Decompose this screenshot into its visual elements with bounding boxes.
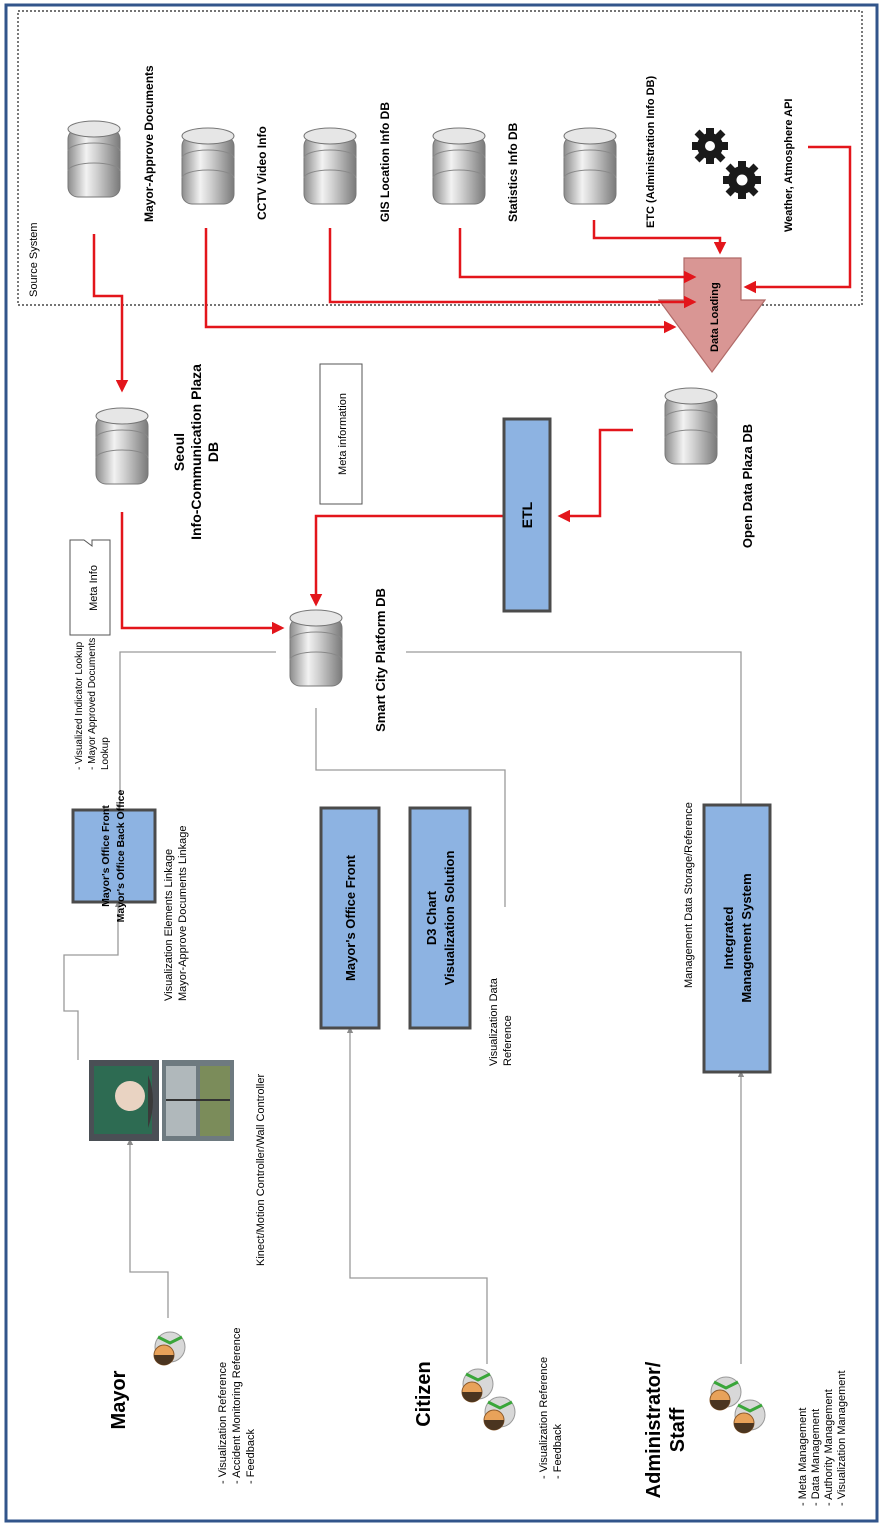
meta-information-label: Meta information <box>337 393 349 475</box>
citizen-task-2: - Feedback <box>552 1423 564 1479</box>
seoul-to-smartcity-arrow <box>120 512 285 635</box>
source-label-gis: GIS Location Info DB <box>378 102 392 222</box>
etc-admin-info-icon <box>563 127 617 205</box>
seoul-db-line1: Seoul <box>171 433 187 471</box>
source-label-cctv: CCTV Video Info <box>255 126 269 220</box>
d3-chart-box <box>408 806 472 1030</box>
source-label-mayor-approve: Mayor-Approve Documents <box>142 65 156 222</box>
cctv-video-info-icon <box>181 127 235 205</box>
mayor-task-3: - Feedback <box>245 1428 257 1484</box>
meta-info-note-label: Meta Info <box>88 565 100 611</box>
open-data-plaza-db-icon <box>664 387 718 465</box>
mayor-office-line2: Mayor's Office Back Office <box>115 790 127 923</box>
source-label-statistics: Statistics Info DB <box>506 122 520 222</box>
outer-frame <box>4 3 879 1523</box>
citizen-name: Citizen <box>413 1361 435 1427</box>
mayor-task-2: - Accident Monitoring Reference <box>231 1327 243 1484</box>
ims-line2: Management System <box>739 873 754 1002</box>
gears-icon <box>692 128 761 199</box>
admin-avatar-1 <box>708 1375 743 1412</box>
etl-box <box>502 417 552 613</box>
weather-to-loading-arrow <box>743 145 852 294</box>
mgmt-storage-label: Management Data Storage/Reference <box>683 802 695 988</box>
opendata-to-etl-arrow <box>557 428 633 523</box>
kinect-label: Kinect/Motion Controller/Wall Controller <box>255 1074 267 1266</box>
d3-line2: Visualization Solution <box>442 851 457 986</box>
d3-line1: D3 Chart <box>424 890 439 945</box>
control-room-photo <box>89 1060 234 1141</box>
admin-task-1: - Meta Management <box>797 1408 809 1506</box>
gis-to-loading-arrow <box>328 228 697 309</box>
d3-to-db-connector <box>315 708 506 907</box>
gis-location-info-icon <box>303 127 357 205</box>
citizen-to-front-arrow <box>346 1026 488 1364</box>
admin-task-2: - Data Management <box>810 1409 822 1506</box>
smart-city-platform-db-icon <box>289 609 343 687</box>
mayor-office-to-db-connector <box>119 651 276 810</box>
data-loading-arrow <box>657 257 767 374</box>
etc-to-loading-arrow <box>592 220 727 255</box>
source-system-label: Source System <box>28 222 40 297</box>
statistics-to-loading-arrow <box>458 228 697 284</box>
admin-name-line1: Administrator/ <box>643 1361 665 1498</box>
seoul-db-icon <box>95 407 149 485</box>
lookup-line2: - Mayor Approved Documents <box>87 638 98 770</box>
linkage-line2: Mayor-Approve Documents Linkage <box>177 826 189 1001</box>
lookup-line3: Lookup <box>100 737 111 770</box>
approve-to-seoul-arrow <box>92 234 129 393</box>
citizen-avatar-2 <box>482 1395 517 1432</box>
mayor-name: Mayor <box>108 1370 130 1429</box>
admin-name-line2: Staff <box>667 1407 689 1452</box>
source-label-weather: Weather, Atmosphere API <box>783 99 795 232</box>
viz-ref-line1: Visualization Data <box>488 977 500 1066</box>
smart-city-db-label: Smart City Platform DB <box>373 588 388 732</box>
etl-to-smartcity-arrow <box>309 514 504 607</box>
mayor-office-line1: Mayor's Office Front <box>100 805 112 907</box>
open-data-db-label: Open Data Plaza DB <box>740 424 755 548</box>
admin-avatar-2 <box>732 1398 767 1435</box>
mayor-office-front-box <box>319 806 381 1030</box>
seoul-db-line3: DB <box>205 442 221 462</box>
linkage-line1: Visualization Elements Linkage <box>163 849 175 1001</box>
citizen-avatar-1 <box>460 1367 495 1404</box>
viz-ref-line2: Reference <box>502 1015 514 1066</box>
mayor-office-front-label: Mayor's Office Front <box>343 854 358 981</box>
integrated-management-box <box>702 803 772 1074</box>
ims-line1: Integrated <box>721 907 736 970</box>
source-system-box <box>17 10 863 306</box>
kinect-to-mayor-office-arrow <box>63 900 122 1060</box>
admin-task-3: - Authority Management <box>823 1389 835 1506</box>
mayor-approve-documents-icon <box>67 120 121 198</box>
mayor-avatar <box>152 1330 187 1367</box>
lookup-line1: - Visualized Indicator Lookup <box>74 641 85 770</box>
etl-label: ETL <box>519 501 535 528</box>
statistics-info-icon <box>432 127 486 205</box>
data-loading-label: Data Loading <box>709 282 721 352</box>
seoul-db-line2: Info-Communication Plaza <box>188 364 204 540</box>
mayor-task-1: - Visualization Reference <box>217 1362 229 1484</box>
source-label-etc: ETC (Administration Info DB) <box>645 76 657 228</box>
meta-info-note <box>69 539 111 636</box>
citizen-task-1: - Visualization Reference <box>538 1357 550 1479</box>
cctv-to-loading-arrow <box>204 228 677 334</box>
ims-to-db-connector <box>406 651 742 805</box>
mayor-to-controller-arrow <box>126 1138 169 1318</box>
mayor-office-box <box>71 808 157 904</box>
admin-task-4: - Visualization Management <box>836 1370 848 1506</box>
meta-information-box <box>319 363 363 505</box>
